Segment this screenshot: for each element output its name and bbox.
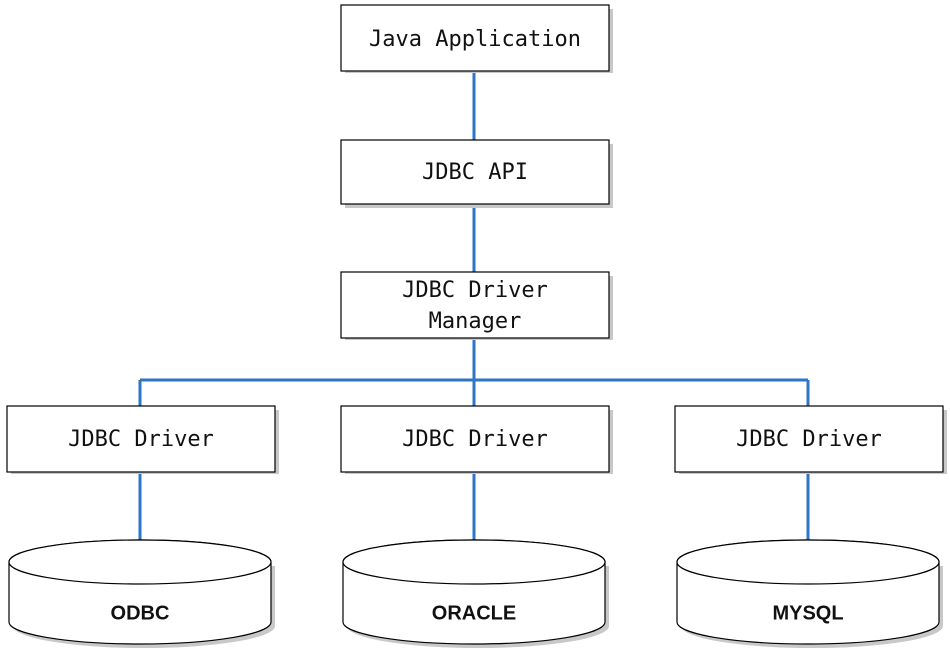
jdbc-driver-node-left: JDBC Driver <box>6 405 279 474</box>
database-odbc: ODBC <box>8 539 275 648</box>
database-label-odbc: ODBC <box>111 602 170 624</box>
driver-manager-label-line2: Manager <box>429 309 522 334</box>
jdbc-driver-node-center: JDBC Driver <box>340 405 613 474</box>
jdbc-driver-node-right: JDBC Driver <box>674 405 947 474</box>
jdbc-api-node: JDBC API <box>340 139 613 208</box>
database-mysql: MYSQL <box>676 539 943 648</box>
jdbc-driver-label-right: JDBC Driver <box>736 427 882 452</box>
database-label-mysql: MYSQL <box>772 602 843 624</box>
jdbc-driver-label-center: JDBC Driver <box>402 427 548 452</box>
jdbc-api-label: JDBC API <box>422 160 528 185</box>
jdbc-driver-label-left: JDBC Driver <box>68 427 214 452</box>
java-application-label: Java Application <box>369 27 581 52</box>
database-label-oracle: ORACLE <box>432 602 516 624</box>
database-oracle: ORACLE <box>342 539 609 648</box>
jdbc-driver-manager-node: JDBC Driver Manager <box>340 271 613 340</box>
driver-manager-label-line1: JDBC Driver <box>402 278 548 303</box>
java-application-node: Java Application <box>340 4 613 73</box>
connectors <box>138 72 810 540</box>
